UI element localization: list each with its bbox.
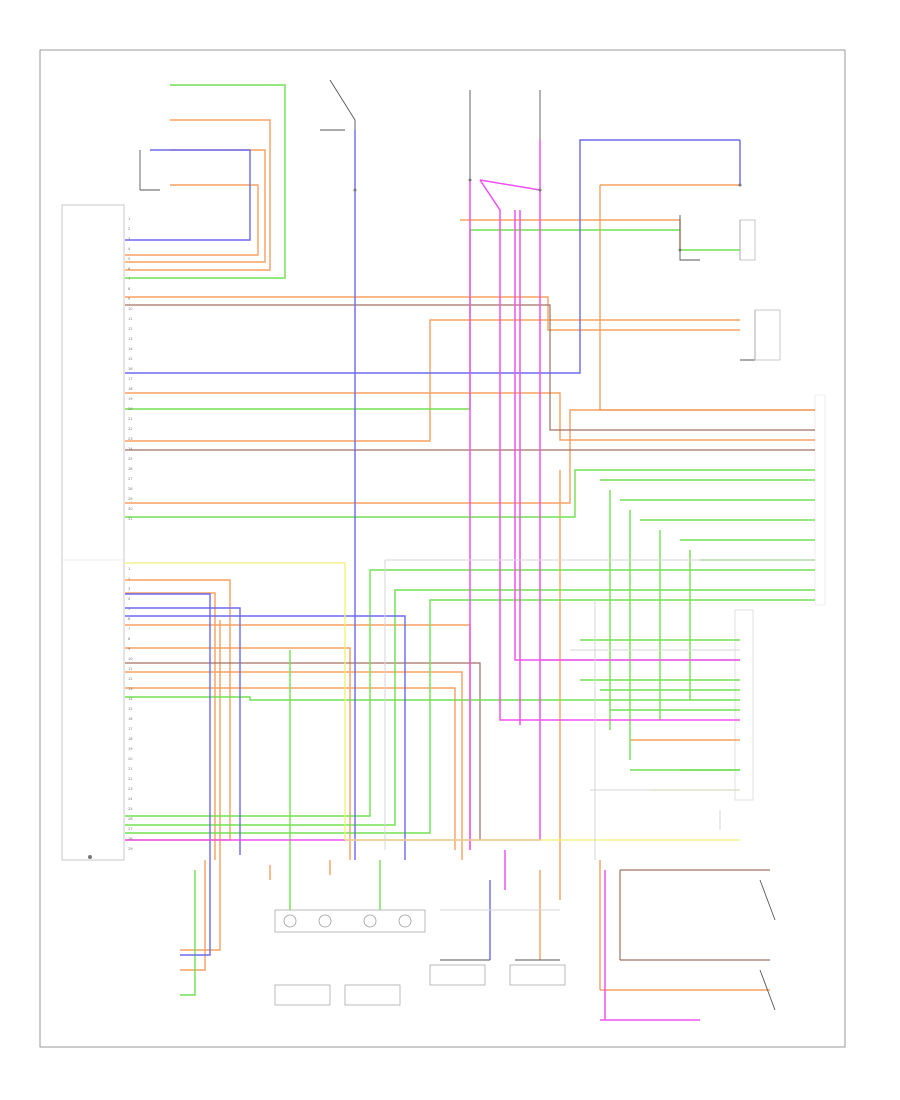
svg-text:17: 17 [128,377,133,381]
svg-text:11: 11 [128,667,133,671]
svg-text:19: 19 [128,747,133,751]
clockspring-box [274,909,426,933]
svg-text:2: 2 [128,227,130,231]
svg-text:31: 31 [128,517,133,521]
svg-text:13: 13 [128,337,133,341]
svg-text:27: 27 [128,827,133,831]
svg-text:25: 25 [128,457,133,461]
restraint-module-block [61,204,125,861]
svg-text:23: 23 [128,787,133,791]
svg-text:24: 24 [128,797,133,801]
svg-text:12: 12 [128,327,133,331]
svg-text:21: 21 [128,417,133,421]
svg-text:4: 4 [128,597,131,601]
svg-text:16: 16 [128,367,133,371]
svg-text:3: 3 [128,587,130,591]
svg-text:5: 5 [128,257,130,261]
svg-text:22: 22 [128,777,133,781]
svg-text:12: 12 [128,677,133,681]
svg-text:25: 25 [128,807,133,811]
svg-text:4: 4 [128,247,131,251]
svg-text:26: 26 [128,467,133,471]
svg-text:28: 28 [128,487,133,491]
svg-text:9: 9 [128,297,131,301]
svg-text:2: 2 [128,577,130,581]
passenger-belt-box [509,964,566,986]
svg-text:17: 17 [128,727,133,731]
svg-text:20: 20 [128,757,133,761]
svg-text:6: 6 [128,267,131,271]
svg-text:29: 29 [128,847,133,851]
right-pin-block [814,394,826,606]
svg-text:22: 22 [128,427,133,431]
svg-text:10: 10 [128,657,133,661]
svg-text:20: 20 [128,407,133,411]
right-sensor-box [754,309,781,361]
svg-text:18: 18 [128,737,133,741]
svg-text:15: 15 [128,357,133,361]
svg-text:1: 1 [128,567,130,571]
svg-text:11: 11 [128,317,133,321]
svg-text:30: 30 [128,507,133,511]
svg-text:8: 8 [128,637,131,641]
right-connector-block [734,609,754,801]
diagram-frame [39,49,846,1048]
svg-text:24: 24 [128,447,133,451]
svg-text:13: 13 [128,687,133,691]
svg-text:18: 18 [128,387,133,391]
svg-text:26: 26 [128,817,133,821]
lightgray-wires [384,559,815,911]
svg-text:23: 23 [128,437,133,441]
driver-airbag-box [274,984,331,1006]
svg-text:10: 10 [128,307,133,311]
svg-text:7: 7 [128,627,130,631]
svg-text:9: 9 [128,647,131,651]
svg-text:3: 3 [128,237,130,241]
connector-circles [283,914,412,928]
svg-text:15: 15 [128,707,133,711]
svg-text:5: 5 [128,607,130,611]
svg-text:6: 6 [128,617,131,621]
splice-dots [88,178,742,859]
svg-text:28: 28 [128,837,133,841]
svg-text:21: 21 [128,767,133,771]
svg-text:16: 16 [128,717,133,721]
passenger-airbag-box [344,984,401,1006]
seat-position-box [429,964,486,986]
blue-wires [125,130,741,960]
green-wires [125,84,815,996]
yellow-wires [125,562,740,841]
svg-text:27: 27 [128,477,133,481]
svg-text:14: 14 [128,697,133,701]
svg-text:29: 29 [128,497,133,501]
svg-text:1: 1 [128,217,130,221]
svg-text:7: 7 [128,277,130,281]
svg-text:8: 8 [128,287,131,291]
svg-text:19: 19 [128,397,133,401]
pretensioner-box [739,219,756,261]
svg-text:14: 14 [128,347,133,351]
